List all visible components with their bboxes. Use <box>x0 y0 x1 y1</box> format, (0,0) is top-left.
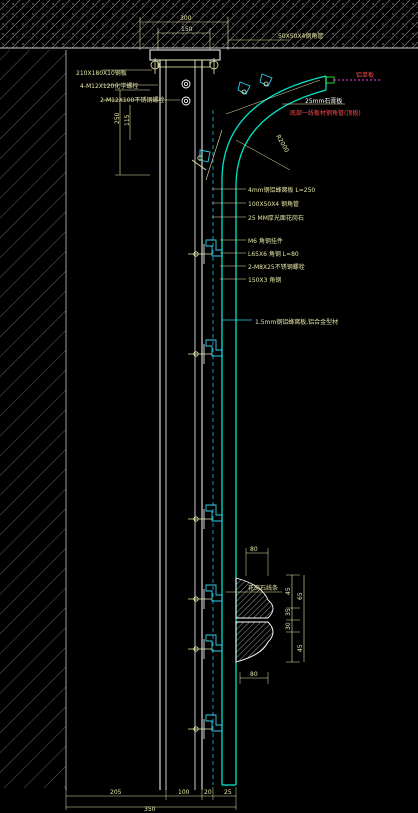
right-dim-1: 45 <box>285 587 292 595</box>
anchor-bolt-icon <box>209 58 219 74</box>
bracket-icon <box>237 81 251 95</box>
radius-label: R2000 <box>274 134 290 154</box>
bottom-dim-25: 25 <box>224 789 232 796</box>
label-angle-150: 150X3 角钢 <box>248 276 281 284</box>
left-dimension-top: 250 115 <box>114 89 150 176</box>
bracket-icon <box>188 339 223 364</box>
label-panel-profile: 1.5mm钢铝蜂窝板,铝合金型材 <box>255 318 338 326</box>
right-dim-3: 30 <box>285 622 292 630</box>
bracket-icon <box>188 714 223 739</box>
label-honeycomb-panel: 4mm钢铝蜂窝板 L=250 <box>248 186 315 194</box>
mid-leader-labels: 4mm钢铝蜂窝板 L=250 100X50X4 钢角管 25 MM厚光面花岗石 … <box>212 186 338 328</box>
bracket-icon <box>188 239 223 264</box>
top-dimension: 300 150 50X50X4钢角管 <box>139 15 323 50</box>
nut-bolt-icon <box>181 79 191 106</box>
right-dim-2: 35 <box>285 608 292 616</box>
bracket-icon <box>188 584 223 609</box>
label-steel-tube: 100X50X4 钢角管 <box>248 200 299 208</box>
top-dim-outer: 300 <box>180 15 192 22</box>
bottom-dim-80: 80 <box>250 671 258 678</box>
bracket-icon <box>191 149 211 171</box>
granite-moulding-profile: 80 花岗石线条 <box>226 546 282 663</box>
left-dim-a: 250 <box>114 112 121 124</box>
stone-cladding-panel <box>221 75 380 786</box>
anchor-bolt-label: 4-M12X120化学螺栓 <box>80 82 138 90</box>
bottom-dim-100: 100 <box>178 789 190 796</box>
anchor-bolt-icon <box>150 58 160 74</box>
left-dim-b: 115 <box>124 114 131 126</box>
bottom-dim-20: 20 <box>204 789 212 796</box>
red-note-label: 铝单板 <box>356 71 374 79</box>
bottom-dim-350: 350 <box>144 806 156 813</box>
steel-plate-label: 210X180X10钢板 <box>76 69 127 77</box>
wall-bracket-column <box>188 239 223 739</box>
top-slab-hatch <box>0 0 418 49</box>
label-angle-steel: L65X6 角钢 L=80 <box>248 250 299 258</box>
right-dim-4: 65 <box>297 592 304 600</box>
label-hanger: M6 角钢挂件 <box>248 237 283 245</box>
vertical-steel-frame <box>159 60 214 790</box>
left-wall-hatch <box>0 50 67 790</box>
label-stainless-bolt: 2-M8X25不锈钢螺栓 <box>248 263 305 271</box>
top-plate-label: 50X50X4钢角管 <box>278 32 323 40</box>
right-dim-5: 45 <box>297 644 304 652</box>
bottom-dimension: 205 100 20 25 350 <box>65 787 237 813</box>
fire-board-label: 25mm石膏板 <box>305 97 342 105</box>
label-granite: 25 MM厚光面花岗石 <box>248 214 304 222</box>
right-dimension-chain: 45 35 30 65 45 80 <box>239 574 305 684</box>
top-right-labels: 25mm石膏板 铝单板 底部一线板材钢角管(顶板) R2000 <box>235 71 374 171</box>
top-dim-inner: 150 <box>181 26 193 33</box>
nut-bolt-label: 2-M12X100不锈钢螺栓 <box>100 96 164 104</box>
red-note-sub-label: 底部一线板材钢角管(顶板) <box>290 109 361 117</box>
arc-bracket-group <box>191 73 321 181</box>
steel-plate-assembly: 210X180X10钢板 4-M12X120化学螺栓 2-M12X100不锈钢螺… <box>76 49 221 106</box>
profile-label: 花岗石线条 <box>248 584 278 592</box>
feature-dim-80: 80 <box>250 546 258 553</box>
bracket-icon <box>188 504 223 529</box>
bottom-dim-205: 205 <box>110 789 122 796</box>
bracket-icon <box>188 634 223 659</box>
bracket-icon <box>259 73 273 87</box>
